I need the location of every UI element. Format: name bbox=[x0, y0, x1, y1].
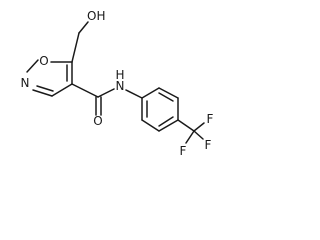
atom-label-fluorine-1: F bbox=[207, 112, 214, 126]
bond-o-ch2 bbox=[78, 21, 89, 34]
atom-label-carbonyl-oxygen: O bbox=[93, 114, 102, 128]
bond-c-f1 bbox=[193, 122, 205, 132]
bond-ar-cf3 bbox=[177, 119, 195, 132]
bond-n2-c3 bbox=[32, 89, 53, 97]
bond-ar-1 bbox=[141, 87, 160, 99]
chemical-structure: OH O N O N H F F F bbox=[21, 9, 214, 158]
atom-label-amide-nitrogen: N bbox=[116, 79, 125, 93]
bond-c4-carbonyl bbox=[71, 83, 99, 98]
bond-ar-4 bbox=[158, 119, 179, 132]
bond-ar-inner-1 bbox=[158, 92, 174, 102]
atom-label-fluorine-3: F bbox=[180, 144, 187, 158]
bond-n-aryl bbox=[125, 89, 143, 99]
bond-ar-inner-2 bbox=[158, 116, 174, 127]
atom-label-hydroxyl: OH bbox=[87, 9, 105, 23]
bond-c-f2 bbox=[193, 130, 204, 140]
atom-label-fluorine-2: F bbox=[205, 138, 212, 152]
bond-c3-c4 bbox=[51, 83, 73, 97]
bond-ar-2 bbox=[158, 87, 179, 99]
atom-label-amide-hydrogen: H bbox=[115, 68, 124, 82]
bond-c-f3 bbox=[185, 130, 195, 144]
atom-label-ring-oxygen: O bbox=[39, 54, 48, 68]
bond-carbonyl-n bbox=[97, 88, 115, 98]
atom-label-ring-nitrogen: N bbox=[21, 76, 30, 90]
bond-ch2-c5 bbox=[71, 32, 80, 63]
bond-n2-c3-double bbox=[36, 85, 54, 92]
bond-ar-5 bbox=[141, 119, 160, 132]
bond-o1-n2 bbox=[26, 59, 39, 73]
